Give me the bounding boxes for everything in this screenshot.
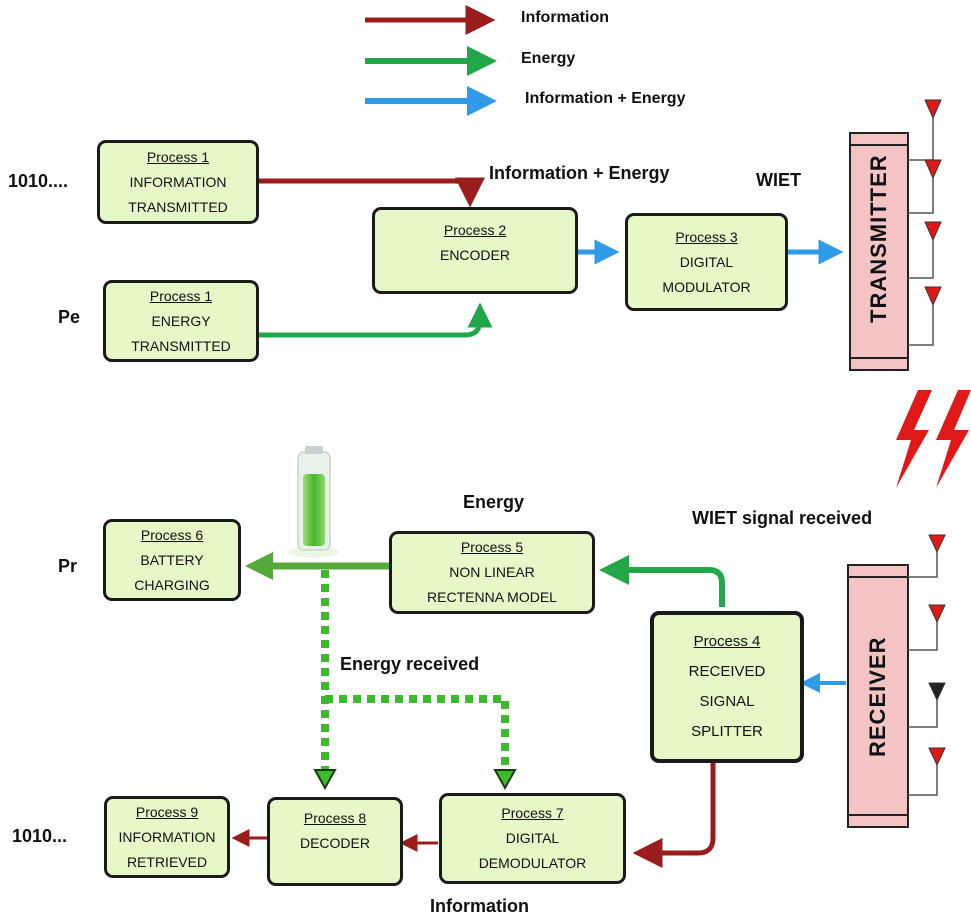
process-line: DEMODULATOR [478,855,587,871]
process-title: Process 7 [501,805,564,821]
process-line: RECTENNA MODEL [427,589,557,605]
process-title: Process 4 [693,633,761,650]
process-8-decoder-box[interactable]: Process 8 DECODER [267,797,403,886]
process-1-information-box[interactable]: Process 1 INFORMATION TRANSMITTED [97,140,259,224]
info-energy-label: Information + Energy [489,163,670,183]
process-6-battery-box[interactable]: Process 6 BATTERY CHARGING [103,519,241,601]
process-line: TRANSMITTED [128,198,228,215]
process-title: Process 8 [303,810,367,826]
legend-information-label: Information [521,9,609,26]
bits-output-label: 1010... [12,826,68,846]
process-line: ENERGY [151,312,211,329]
process-title: Process 1 [149,287,213,304]
process-line: SIGNAL [699,693,755,710]
process-line: ENCODER [439,247,510,263]
process-title: Process 1 [146,148,210,165]
receiver-device [847,564,909,828]
lightning-icon [896,390,971,488]
process-7-demodulator-box[interactable]: Process 7 DIGITAL DEMODULATOR [439,793,626,884]
legend-energy-label: Energy [521,50,576,67]
energy-arrow-p1-to-p2 [258,302,493,338]
battery-icon [288,446,340,558]
wiet-received-label: WIET signal received [692,508,873,528]
energy-received-label: Energy received [340,654,480,674]
info-arrow-p1-to-p2 [258,177,485,208]
process-line: DIGITAL [505,830,560,846]
process-title: Process 6 [140,526,204,543]
process-3-modulator-box[interactable]: Process 3 DIGITAL MODULATOR [625,213,788,311]
antenna-icon [928,534,946,767]
process-line: RECEIVED [688,663,766,680]
process-1-energy-box[interactable]: Process 1 ENERGY TRANSMITTED [103,280,259,362]
process-line: TRANSMITTED [131,337,231,354]
process-4-splitter-box[interactable]: Process 4 RECEIVED SIGNAL SPLITTER [650,611,804,763]
wiet-label: WIET [756,170,801,190]
legend-info-energy-label: Information + Energy [525,90,686,107]
arrow-p4-to-p7 [632,762,716,868]
process-line: INFORMATION [118,828,216,845]
process-title: Process 9 [135,803,199,820]
energy-received-arrowheads [313,769,517,791]
transmitter-label: TRANSMITTER [866,154,891,323]
arrow-p4-to-p5 [599,555,725,607]
process-line: NON LINEAR [449,564,535,580]
energy-received-dotted [321,570,509,770]
process-title: Process 5 [460,539,524,555]
process-9-retrieved-box[interactable]: Process 9 INFORMATION RETRIEVED [104,796,230,878]
process-line: SPLITTER [691,723,763,740]
receiver-antennas [908,552,938,796]
process-5-rectenna-box[interactable]: Process 5 NON LINEAR RECTENNA MODEL [389,531,595,614]
bits-input-label: 1010.... [8,171,69,191]
process-line: CHARGING [134,576,210,593]
process-2-encoder-box[interactable]: Process 2 ENCODER [372,207,578,294]
legend-arrows [365,5,497,116]
process-title: Process 2 [443,222,507,238]
antenna-icon [924,99,942,307]
process-line: RETRIEVED [126,853,208,870]
pe-label: Pe [58,307,81,327]
pr-label: Pr [58,556,78,576]
process-line: INFORMATION [129,173,227,190]
process-line: MODULATOR [662,278,751,295]
receiver-label: RECEIVER [865,636,890,757]
information-label: Information [430,896,529,916]
transmitter-device [849,132,909,371]
process-title: Process 3 [675,228,738,245]
process-line: BATTERY [140,551,204,568]
process-line: DIGITAL [679,253,734,270]
energy-label: Energy [463,492,525,512]
process-line: DECODER [299,835,370,851]
